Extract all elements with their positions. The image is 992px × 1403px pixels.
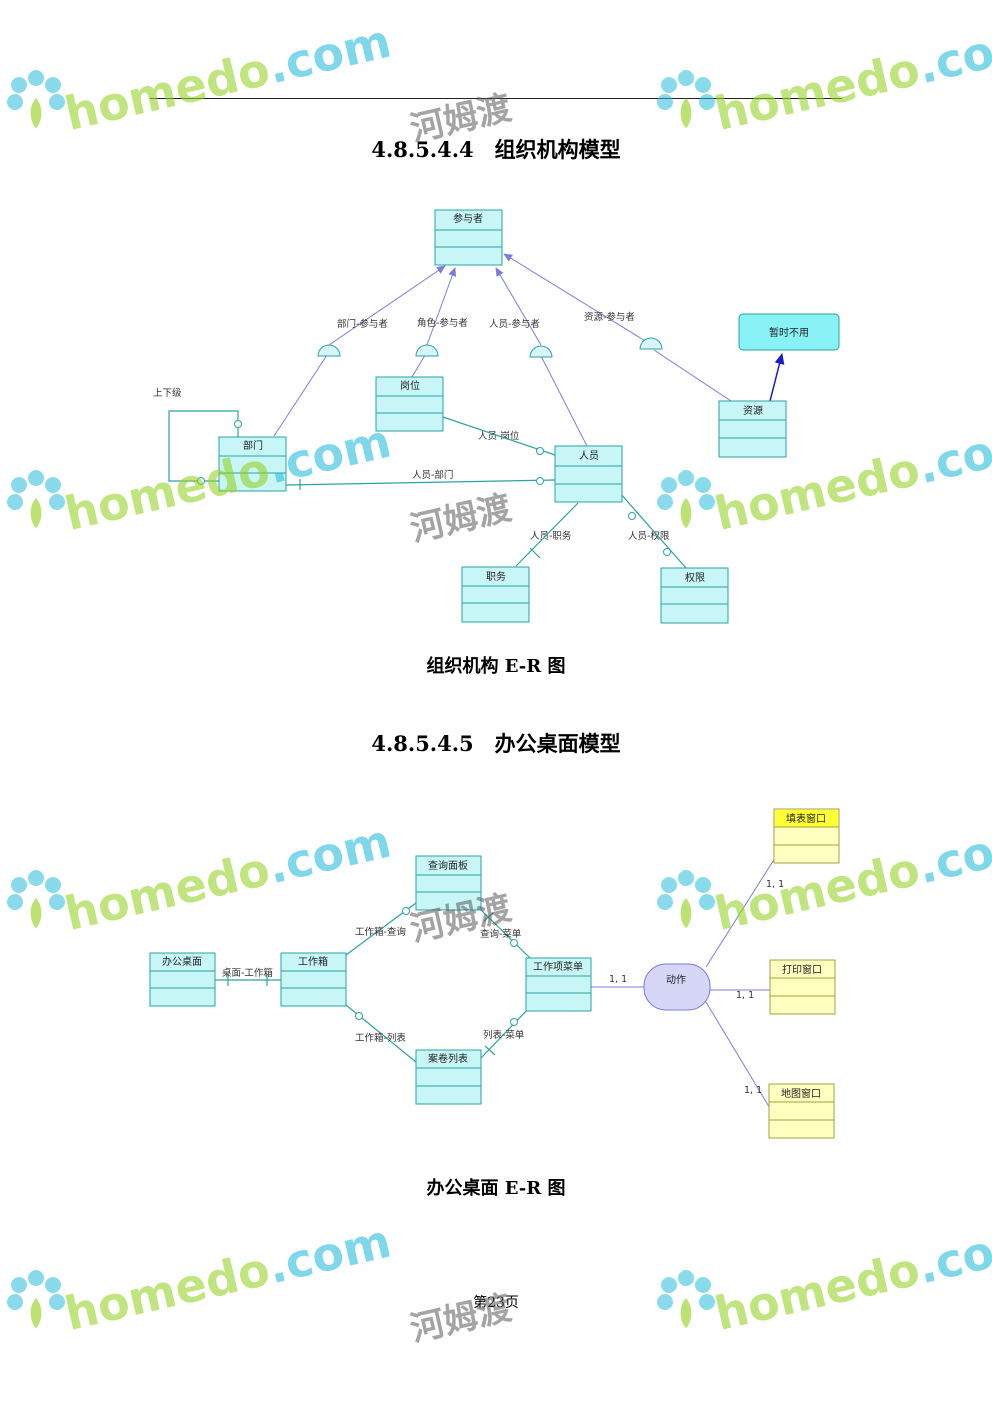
svg-text:工作箱: 工作箱 <box>298 955 328 968</box>
svg-text:工作项菜单: 工作项菜单 <box>533 961 583 973</box>
entity-desktop: 办公桌面 <box>149 952 216 1007</box>
entity-resource: 资源 <box>718 400 787 458</box>
desktop-er-diagram: 工作箱-查询 查询-菜单 桌面-工作箱 工作箱-列表 列表-菜单 1, 1 1,… <box>149 808 840 1139</box>
rel-list-menu: 列表-菜单 <box>483 1029 525 1041</box>
svg-text:参与者: 参与者 <box>453 212 483 225</box>
svg-text:案卷列表: 案卷列表 <box>428 1052 468 1065</box>
rel-workbox-query: 工作箱-查询 <box>355 926 406 938</box>
rel-query-menu: 查询-菜单 <box>480 928 522 940</box>
card-action-map: 1, 1 <box>744 1085 762 1096</box>
entity-map-window: 地图窗口 <box>768 1083 835 1139</box>
rel-resource-participant: 资源-参与者 <box>584 311 635 323</box>
svg-text:打印窗口: 打印窗口 <box>782 963 822 976</box>
inheritance-symbols <box>317 337 663 358</box>
svg-text:查询面板: 查询面板 <box>428 859 468 872</box>
rel-person-participant: 人员-参与者 <box>489 318 540 330</box>
rel-person-permission: 人员-权限 <box>628 530 670 542</box>
header-rule <box>150 98 842 99</box>
card-action-form: 1, 1 <box>766 879 784 890</box>
desktop-relationship-lines <box>215 857 776 1111</box>
rel-desktop-workbox: 桌面-工作箱 <box>222 967 273 979</box>
entity-participant: 参与者 <box>434 209 503 266</box>
entity-form-window: 填表窗口 <box>773 808 840 864</box>
relationship-lines <box>168 410 687 569</box>
section-heading-org-model: 4.8.5.4.4 组织机构模型 <box>371 137 621 162</box>
rel-person-duty: 人员-职务 <box>530 530 572 542</box>
svg-text:部门: 部门 <box>243 439 263 452</box>
section-heading-desktop-model: 4.8.5.4.5 办公桌面模型 <box>371 731 621 756</box>
entity-permission: 权限 <box>660 567 729 624</box>
svg-text:动作: 动作 <box>666 974 686 986</box>
rel-workbox-list: 工作箱-列表 <box>355 1032 406 1044</box>
svg-text:地图窗口: 地图窗口 <box>781 1087 821 1100</box>
rel-dept-participant: 部门-参与者 <box>337 318 388 330</box>
svg-text:职务: 职务 <box>486 570 506 583</box>
caption-org-er: 组织机构 E-R 图 <box>426 656 566 677</box>
svg-text:资源: 资源 <box>743 404 763 417</box>
entity-post: 岗位 <box>375 376 444 432</box>
resource-temp-arrow <box>769 353 785 402</box>
card-action-print: 1, 1 <box>736 990 754 1001</box>
entity-workitem-menu: 工作项菜单 <box>525 957 592 1012</box>
svg-text:暂时不用: 暂时不用 <box>769 327 809 339</box>
rel-role-participant: 角色-参与者 <box>417 317 468 329</box>
caption-desktop-er: 办公桌面 E-R 图 <box>426 1178 566 1199</box>
svg-text:权限: 权限 <box>685 571 705 584</box>
entity-action: 动作 <box>643 963 711 1011</box>
svg-text:办公桌面: 办公桌面 <box>162 955 202 968</box>
entity-dept: 部门 <box>218 436 287 492</box>
svg-text:岗位: 岗位 <box>400 379 420 392</box>
org-er-diagram: 部门-参与者 角色-参与者 人员-参与者 资源-参与者 上下级 人员-岗位 人员… <box>153 209 840 624</box>
rel-person-dept: 人员-部门 <box>412 469 453 481</box>
entity-file-list: 案卷列表 <box>415 1049 482 1105</box>
rel-hierarchy: 上下级 <box>153 387 182 399</box>
svg-text:填表窗口: 填表窗口 <box>786 812 826 825</box>
entity-query-panel: 查询面板 <box>415 855 482 911</box>
card-menu-action: 1, 1 <box>609 974 627 985</box>
entity-print-window: 打印窗口 <box>769 959 836 1015</box>
entity-temp: 暂时不用 <box>738 313 840 351</box>
svg-text:人员: 人员 <box>579 450 599 462</box>
entity-workbox: 工作箱 <box>280 952 347 1007</box>
inheritance-lines <box>273 253 732 447</box>
entity-person: 人员 <box>554 445 623 503</box>
page-number: 第23页 <box>473 1295 519 1311</box>
entity-duty: 职务 <box>461 566 530 623</box>
